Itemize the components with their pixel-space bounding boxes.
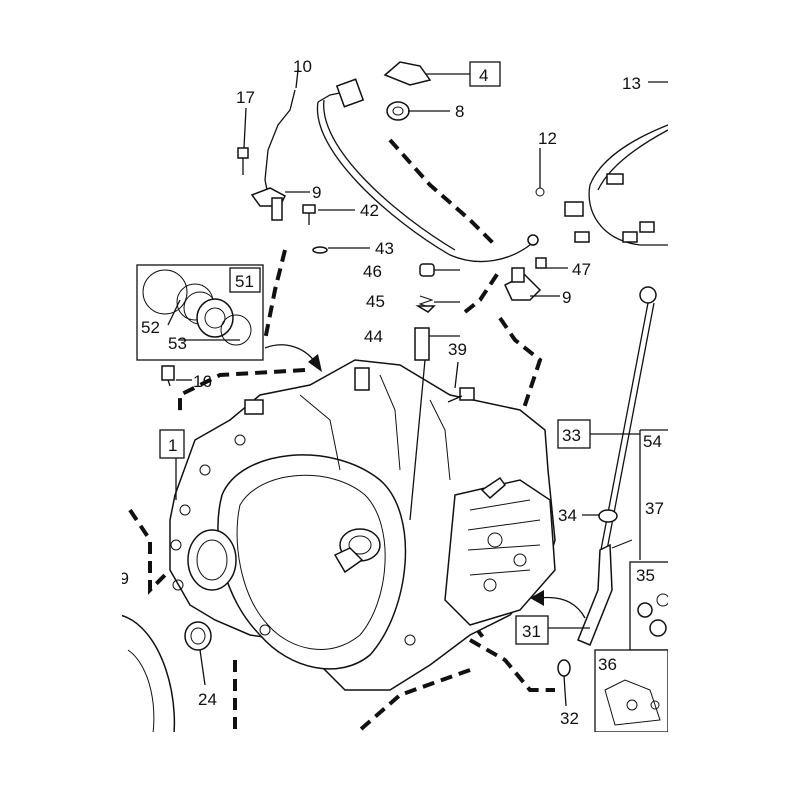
callout-33: 33 bbox=[562, 426, 581, 445]
callout-44: 44 bbox=[364, 327, 383, 346]
part-4-bracket bbox=[383, 61, 501, 87]
bolt-part-39 bbox=[447, 387, 475, 403]
speed-sensor-9-right bbox=[504, 267, 542, 301]
arrow-head-icon bbox=[308, 354, 322, 372]
callout-1: 1 bbox=[168, 436, 177, 455]
arrow-head-icon bbox=[530, 590, 544, 606]
callout-13: 13 bbox=[622, 74, 641, 93]
callout-45: 45 bbox=[366, 292, 385, 311]
seal-part-24 bbox=[184, 621, 212, 651]
callout-24: 24 bbox=[198, 690, 217, 709]
bolt-part-47 bbox=[535, 257, 547, 269]
seal-part-32 bbox=[557, 659, 571, 677]
callout-17: 17 bbox=[236, 88, 255, 107]
callout-39: 39 bbox=[448, 340, 467, 359]
callout-46: 46 bbox=[363, 262, 382, 281]
callout-box-1 bbox=[159, 429, 185, 459]
callout-53: 53 bbox=[168, 334, 187, 353]
alignment-line-44 bbox=[409, 359, 426, 521]
transmission-housing bbox=[169, 359, 556, 691]
oring-part-34 bbox=[598, 509, 618, 523]
callout-31: 31 bbox=[522, 622, 541, 641]
wiring-harness-12-13 bbox=[535, 124, 669, 246]
callout-4: 4 bbox=[479, 66, 488, 85]
callout-9-right: 9 bbox=[562, 288, 571, 307]
callout-54: 54 bbox=[643, 432, 662, 451]
callout-34: 34 bbox=[558, 506, 577, 525]
right-margin bbox=[668, 0, 800, 800]
leader-lines bbox=[167, 69, 668, 707]
plug-part-46 bbox=[419, 263, 435, 277]
spring-part-45 bbox=[415, 295, 436, 313]
callout-35: 35 bbox=[636, 566, 655, 585]
callout-37: 37 bbox=[645, 499, 664, 518]
callout-box-31 bbox=[515, 615, 549, 645]
callout-32: 32 bbox=[560, 709, 579, 728]
oring-part-43 bbox=[312, 246, 328, 254]
callout-52: 52 bbox=[141, 318, 160, 337]
bolt-part-17 bbox=[237, 147, 249, 175]
speed-sensor-9-left bbox=[250, 187, 286, 221]
callout-8: 8 bbox=[455, 102, 464, 121]
callout-43: 43 bbox=[375, 239, 394, 258]
bottom-margin bbox=[0, 732, 800, 800]
callout-36: 36 bbox=[598, 655, 617, 674]
callout-9-left: 9 bbox=[312, 183, 321, 202]
washer-part-8 bbox=[386, 101, 410, 121]
callout-10: 10 bbox=[293, 57, 312, 76]
screw-part-42 bbox=[302, 204, 316, 225]
callout-47: 47 bbox=[572, 260, 591, 279]
inset-box-51 bbox=[136, 264, 264, 361]
right-side-panels bbox=[594, 429, 671, 733]
piston-part-44 bbox=[414, 327, 430, 361]
callout-16: 16 bbox=[193, 372, 212, 391]
direction-arrows bbox=[264, 344, 586, 619]
callout-42: 42 bbox=[360, 201, 379, 220]
callout-labels: 1 4 8 9 9 10 12 13 16 17 24 31 32 33 34 … bbox=[110, 57, 664, 728]
fill-tube-part-31 bbox=[577, 539, 633, 646]
callout-51: 51 bbox=[235, 272, 254, 291]
callout-box-33 bbox=[557, 419, 591, 449]
callout-12: 12 bbox=[538, 129, 557, 148]
left-margin bbox=[0, 0, 122, 800]
plug-part-16 bbox=[161, 365, 175, 387]
wiring-harness-10 bbox=[264, 78, 539, 263]
